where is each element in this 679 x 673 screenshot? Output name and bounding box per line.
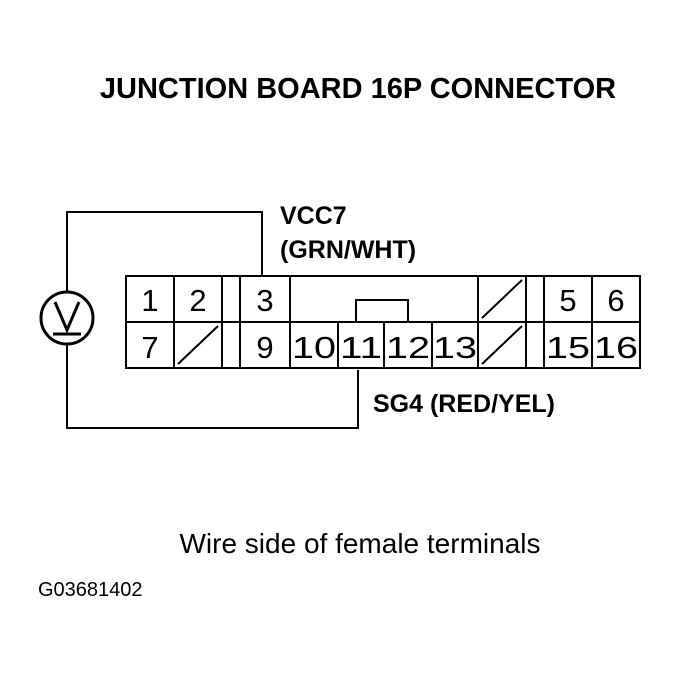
pin-6-label: 6 [607, 283, 624, 318]
diagram-title: JUNCTION BOARD 16P CONNECTOR [100, 73, 616, 105]
pin-3-label: 3 [256, 283, 273, 318]
pin-13-label: 13 [433, 330, 477, 365]
pin-15-label: 15 [546, 330, 590, 365]
view-caption: Wire side of female terminals [179, 528, 540, 559]
pin-10-label: 10 [292, 330, 336, 365]
connector-locking-tab [355, 299, 409, 323]
vcc-wire-color: (GRN/WHT) [280, 236, 416, 264]
pin-1-label: 1 [141, 283, 158, 318]
junction-board-connector [125, 275, 641, 369]
positive-lead-wire [66, 211, 263, 292]
figure-id: G03681402 [38, 579, 143, 601]
pin-9-label: 9 [256, 330, 273, 365]
pin-2-label: 2 [189, 283, 206, 318]
empty-cavity-8 [177, 325, 219, 365]
voltmeter-symbol-icon [39, 290, 95, 346]
pin-7-label: 7 [141, 330, 158, 365]
pin-11-label: 11 [340, 330, 382, 365]
negative-lead-wire [66, 345, 359, 429]
sg-wire-label: SG4 (RED/YEL) [373, 390, 555, 418]
empty-cavity-14 [481, 325, 523, 365]
empty-cavity-4 [481, 279, 523, 319]
pin-16-label: 16 [594, 330, 638, 365]
pin-5-label: 5 [559, 283, 576, 318]
pin-12-label: 12 [386, 330, 430, 365]
vcc-wire-name: VCC7 [280, 202, 347, 230]
